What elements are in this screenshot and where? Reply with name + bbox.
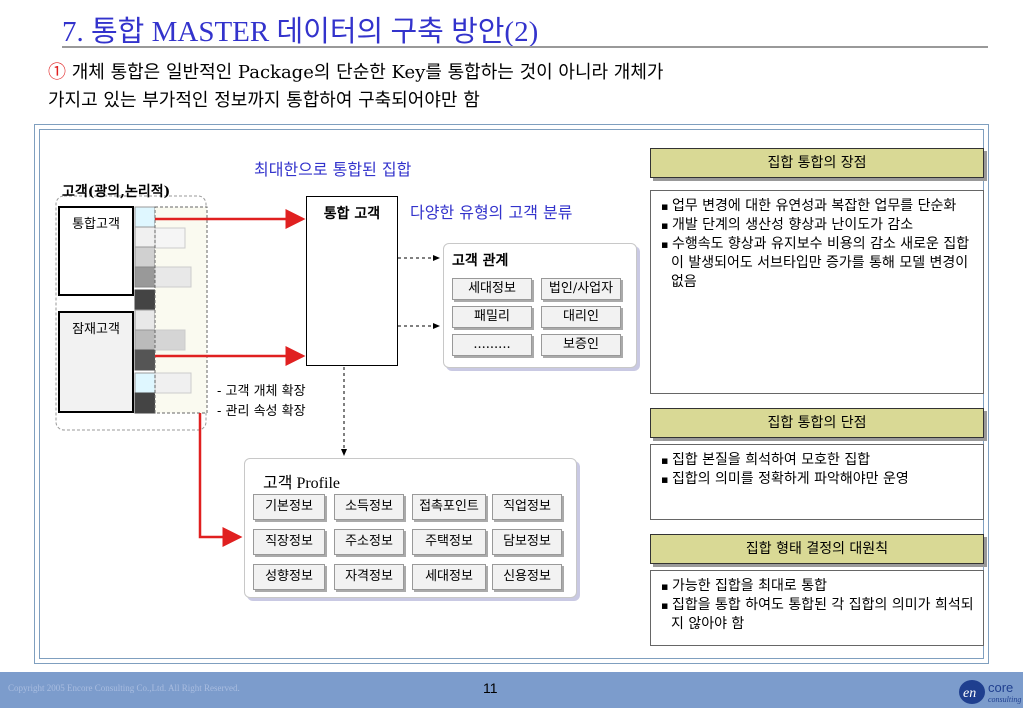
footer-bar [0,672,1023,708]
integrated-customer-box: 통합고객 [58,206,134,296]
cons-item: 집합의 의미를 정확하게 파악해야만 운영 [661,470,975,489]
profile-title: 고객 Profile [263,475,340,492]
unified-customer-label: 통합 고객 [323,206,381,222]
pros-header: 집합 통합의 장점 [650,148,984,178]
relationship-title: 고객 관계 [452,253,509,269]
principle-list: 가능한 집합을 최대로 통합 집합을 통합 하여도 통합된 각 집합의 의미가 … [650,570,984,646]
intro-line-1: ① 개체 통합은 일반적인 Package의 단순한 Key를 통합하는 것이 … [48,58,664,84]
chip-agent: 대리인 [541,306,621,328]
logo-subtext: consulting [988,695,1022,704]
logo-text: core [988,680,1014,695]
principle-item: 집합을 통합 하여도 통합된 각 집합의 의미가 희석되지 않아야 함 [661,596,975,634]
expansion-note-attribute: - 관리 속성 확장 [217,404,306,419]
svg-text:en: en [963,686,976,701]
page-number: 11 [483,680,498,696]
cons-list: 집합 본질을 희석하여 모호한 집합 집합의 의미를 정확하게 파악해야만 운영 [650,444,984,520]
classification-label: 다양한 유형의 고객 분류 [410,203,573,222]
unified-customer-box: 통합 고객 [306,196,398,366]
customer-subtype-bars [134,206,208,414]
expansion-note-entity: - 고객 개체 확장 [217,384,306,399]
intro-marker: ① [48,62,66,83]
pros-list: 업무 변경에 대한 유연성과 복잡한 업무를 단순화 개발 단계의 생산성 향상… [650,190,984,394]
pros-item: 수행속도 향상과 유지보수 비용의 감소 새로운 집합이 발생되어도 서브타입만… [661,235,975,292]
intro-line-1-text: 개체 통합은 일반적인 Package의 단순한 Key를 통합하는 것이 아니… [66,62,664,83]
title-divider [62,46,988,48]
principle-header: 집합 형태 결정의 대원칙 [650,534,984,564]
profile-chip: 세대정보 [412,564,486,590]
profile-chip: 직업정보 [492,494,562,520]
potential-customer-label: 잠재고객 [72,322,120,337]
intro-line-2: 가지고 있는 부가적인 정보까지 통합하여 구축되어야만 함 [48,90,480,111]
chip-household: 세대정보 [452,278,532,300]
profile-chip: 기본정보 [253,494,325,520]
potential-customer-box: 잠재고객 [58,311,134,413]
customer-group-label: 고객(광의,논리적) [62,184,171,200]
page-title: 7. 통합 MASTER 데이터의 구축 방안(2) [62,16,539,48]
max-integration-label: 최대한으로 통합된 집합 [254,160,412,179]
arrow-to-profile [198,413,243,547]
logo-mark-icon: en [959,680,985,704]
integrated-customer-label: 통합고객 [72,217,120,232]
encore-logo: en core consulting [958,678,1022,706]
cons-item: 집합 본질을 희석하여 모호한 집합 [661,451,975,470]
cons-header: 집합 통합의 단점 [650,408,984,438]
profile-chip: 주소정보 [334,529,404,555]
profile-chip: 담보정보 [492,529,562,555]
content-frame-outer [34,124,989,664]
profile-chip: 소득정보 [334,494,404,520]
copyright-text: Copyright 2005 Encore Consulting Co.,Ltd… [8,683,240,693]
expansion-notes: - 고객 개체 확장 - 관리 속성 확장 [217,382,306,422]
pros-item: 업무 변경에 대한 유연성과 복잡한 업무를 단순화 [661,197,975,216]
profile-chip: 성향정보 [253,564,325,590]
relationship-panel: 고객 관계 세대정보 법인/사업자 패밀리 대리인 ......... 보증인 [443,243,637,368]
chip-corporate: 법인/사업자 [541,278,621,300]
principle-item: 가능한 집합을 최대로 통합 [661,577,975,596]
chip-etc: ......... [452,334,532,356]
profile-chip: 접촉포인트 [412,494,486,520]
chip-guarantor: 보증인 [541,334,621,356]
content-frame-inner [39,129,984,659]
profile-chip: 직장정보 [253,529,325,555]
pros-item: 개발 단계의 생산성 향상과 난이도가 감소 [661,216,975,235]
chip-family: 패밀리 [452,306,532,328]
profile-chip: 신용정보 [492,564,562,590]
profile-chip: 주택정보 [412,529,486,555]
profile-chip: 자격정보 [334,564,404,590]
